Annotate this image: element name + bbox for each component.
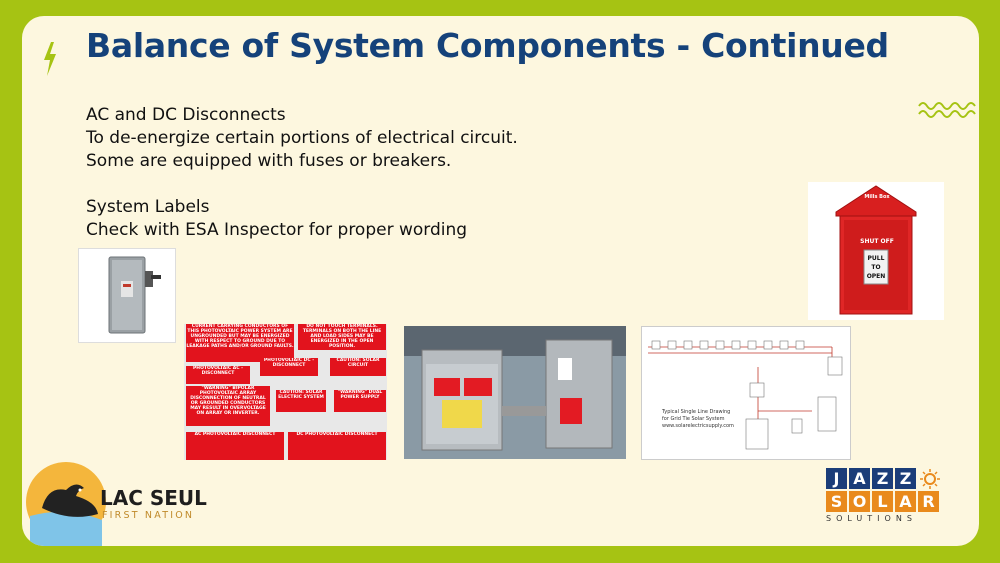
shutoff-pull: PULL xyxy=(867,255,885,262)
sun-icon xyxy=(920,469,940,489)
label-tile: DC PHOTOVOLTAIC DISCONNECT xyxy=(288,432,386,460)
label-tile: "WARNING" DUAL POWER SUPPLY xyxy=(334,390,386,412)
solar-letter: O xyxy=(849,491,870,512)
lac-seul-subtitle: FIRST NATION xyxy=(102,510,195,521)
jazz-solar-logo: J A Z Z S O L A R SOLUTIONS xyxy=(826,468,942,523)
diagram-caption-line: for Grid Tie Solar System xyxy=(662,416,725,422)
body-line: System Labels xyxy=(86,197,210,217)
solar-letter: S xyxy=(826,491,847,512)
disconnect-switch-image xyxy=(78,248,176,343)
slide-body: AC and DC Disconnects To de-energize cer… xyxy=(86,104,518,242)
slide-title: Balance of System Components - Continued xyxy=(86,26,889,65)
installed-disconnects-photo xyxy=(404,326,626,459)
shutoff-brand: Mills Box xyxy=(864,194,890,200)
jazz-letter: Z xyxy=(872,468,893,489)
label-tile: CAUTION: SOLAR ELECTRIC SYSTEM xyxy=(276,390,326,412)
shutoff-instruction: PULL TO OPEN xyxy=(864,254,888,281)
diagram-caption-line: www.solarelectricsupply.com xyxy=(662,423,734,429)
lac-seul-name: LAC SEUL xyxy=(100,486,207,510)
label-tile: "WARNING" BIPOLAR PHOTOVOLTAIC ARRAY DIS… xyxy=(186,386,270,426)
slide-card: Balance of System Components - Continued… xyxy=(22,16,979,546)
system-labels-image: CURRENT CARRYING CONDUCTORS OF THIS PHOT… xyxy=(184,324,387,460)
body-line: AC and DC Disconnects xyxy=(86,105,286,125)
diagram-caption-line: Typical Single Line Drawing xyxy=(662,409,731,415)
label-tile: PHOTOVOLTAIC DC - DISCONNECT xyxy=(260,358,318,376)
solar-letter: L xyxy=(872,491,893,512)
single-line-diagram-image: Typical Single Line Drawing for Grid Tie… xyxy=(641,326,851,460)
diagram-caption: Typical Single Line Drawing for Grid Tie… xyxy=(662,409,734,430)
lac-seul-loon-logo-icon xyxy=(26,462,106,546)
jazz-letter: Z xyxy=(895,468,916,489)
lightning-bolt-icon xyxy=(44,42,56,76)
jazz-letter: A xyxy=(849,468,870,489)
label-tile: CAUTION: SOLAR CIRCUIT xyxy=(330,358,386,376)
solar-letter: A xyxy=(895,491,916,512)
label-tile: PHOTOVOLTAIC AC - DISCONNECT xyxy=(186,366,250,384)
body-line: To de-energize certain portions of elect… xyxy=(86,128,518,148)
body-line: Check with ESA Inspector for proper word… xyxy=(86,220,468,240)
jazz-solutions-text: SOLUTIONS xyxy=(826,514,917,523)
jazz-letter: J xyxy=(826,468,847,489)
label-tile: CURRENT CARRYING CONDUCTORS OF THIS PHOT… xyxy=(186,324,294,362)
shutoff-label: SHUT OFF xyxy=(860,238,894,245)
shutoff-open: OPEN xyxy=(866,273,886,280)
solar-letter: R xyxy=(918,491,939,512)
label-tile: AC PHOTOVOLTAIC DISCONNECT xyxy=(186,432,284,460)
shutoff-box-image: Mills Box SHUT OFF PULL TO OPEN xyxy=(808,182,944,320)
body-line: Some are equipped with fuses or breakers… xyxy=(86,151,452,171)
label-tile: DO NOT TOUCH TERMINALS. TERMINALS ON BOT… xyxy=(298,324,386,350)
squiggle-decoration-icon xyxy=(918,102,976,118)
shutoff-to: TO xyxy=(871,264,881,271)
